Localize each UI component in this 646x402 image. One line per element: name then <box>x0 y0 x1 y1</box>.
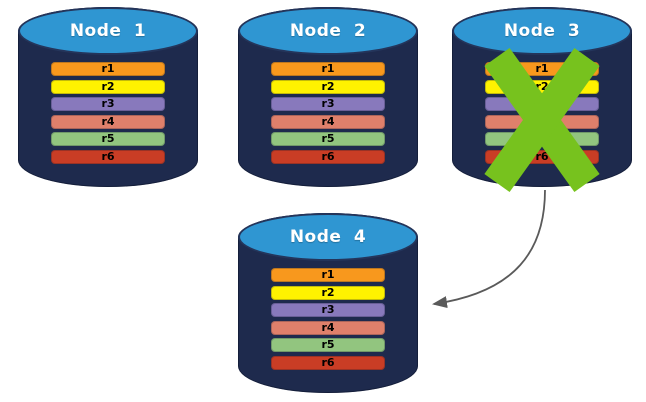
replica-bar-r6: r6 <box>51 149 165 164</box>
replica-bar-r4: r4 <box>51 114 165 129</box>
replica-bar-r5: r5 <box>271 338 385 352</box>
failure-x-icon <box>484 47 600 193</box>
replica-bar-r6: r6 <box>271 355 385 370</box>
replica-bar-r1: r1 <box>51 62 165 76</box>
replica-bar-r6: r6 <box>271 149 385 164</box>
node-1-label: Node 1 <box>69 21 147 41</box>
replica-bar-r4: r4 <box>271 320 385 335</box>
node-2: Node 2 r1 r2 r3 r4 r5 r6 <box>238 7 418 187</box>
replica-bar-r2: r2 <box>271 79 385 94</box>
replica-bar-r3: r3 <box>51 97 165 111</box>
replica-bar-r1: r1 <box>271 268 385 282</box>
replica-bar-r1: r1 <box>271 62 385 76</box>
replica-bar-r2: r2 <box>51 79 165 94</box>
replica-bar-r3: r3 <box>271 303 385 317</box>
replica-bar-r2: r2 <box>271 285 385 300</box>
node-2-replica-list: r1 r2 r3 r4 r5 r6 <box>271 62 385 164</box>
replica-bar-r5: r5 <box>271 132 385 146</box>
replica-bar-r3: r3 <box>271 97 385 111</box>
node-4-label: Node 4 <box>289 227 367 247</box>
node-4-replica-list: r1 r2 r3 r4 r5 r6 <box>271 268 385 370</box>
node-3: Node 3 r1 r2 r3 r4 r5 r6 <box>452 7 632 193</box>
node-1: Node 1 r1 r2 r3 r4 r5 r6 <box>18 7 198 187</box>
node-4-cylinder-top: Node 4 <box>238 213 418 261</box>
node-4: Node 4 r1 r2 r3 r4 r5 r6 <box>238 213 418 393</box>
node-2-label: Node 2 <box>289 21 367 41</box>
node-3-cylinder-top: Node 3 <box>452 7 632 55</box>
node-2-cylinder-top: Node 2 <box>238 7 418 55</box>
replica-bar-r5: r5 <box>51 132 165 146</box>
node-1-replica-list: r1 r2 r3 r4 r5 r6 <box>51 62 165 164</box>
node-3-label: Node 3 <box>503 21 581 41</box>
replica-bar-r4: r4 <box>271 114 385 129</box>
node-1-cylinder-top: Node 1 <box>18 7 198 55</box>
